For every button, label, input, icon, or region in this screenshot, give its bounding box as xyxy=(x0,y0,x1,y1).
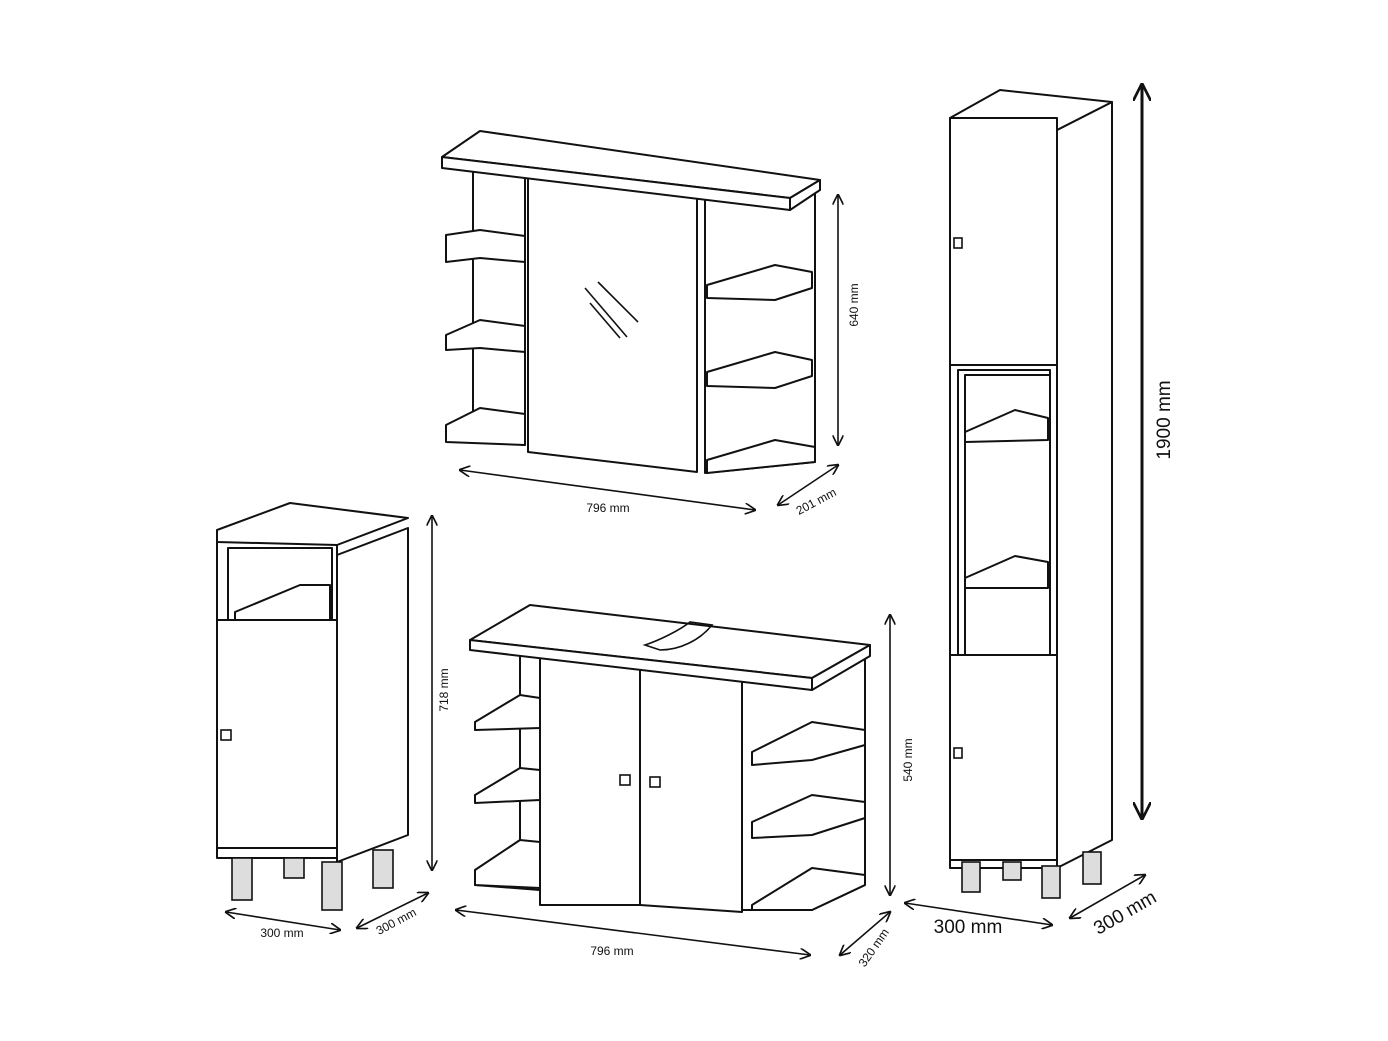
handle-icon xyxy=(953,747,963,759)
sink-depth-label: 320 mm xyxy=(856,926,892,970)
tall-cabinet xyxy=(949,89,1113,899)
small-cabinet-door xyxy=(216,619,338,849)
handle-icon xyxy=(220,729,232,741)
small-width-label: 300 mm xyxy=(260,926,303,940)
sink-width-label: 796 mm xyxy=(590,944,633,958)
handle-icon xyxy=(953,237,963,249)
tall-width-label: 300 mm xyxy=(934,917,1003,938)
small-depth-label: 300 mm xyxy=(374,905,419,938)
sink-height-label: 540 mm xyxy=(901,738,915,781)
tall-upper-door xyxy=(949,117,1058,366)
handle-icon xyxy=(649,776,661,788)
mirror-door xyxy=(527,175,698,473)
small-cabinet xyxy=(216,502,409,911)
tall-depth-label: 300 mm xyxy=(1090,887,1160,940)
tall-height-label: 1900 mm xyxy=(1154,380,1175,459)
mirror-height-label: 640 mm xyxy=(847,283,861,326)
sink-left-door xyxy=(539,654,641,906)
mirror-width-label: 796 mm xyxy=(586,501,629,515)
mirror-cabinet xyxy=(441,130,821,474)
small-height-label: 718 mm xyxy=(437,668,451,711)
handle-icon xyxy=(619,774,631,786)
tall-lower-door xyxy=(949,654,1058,861)
sink-cabinet xyxy=(469,604,871,913)
